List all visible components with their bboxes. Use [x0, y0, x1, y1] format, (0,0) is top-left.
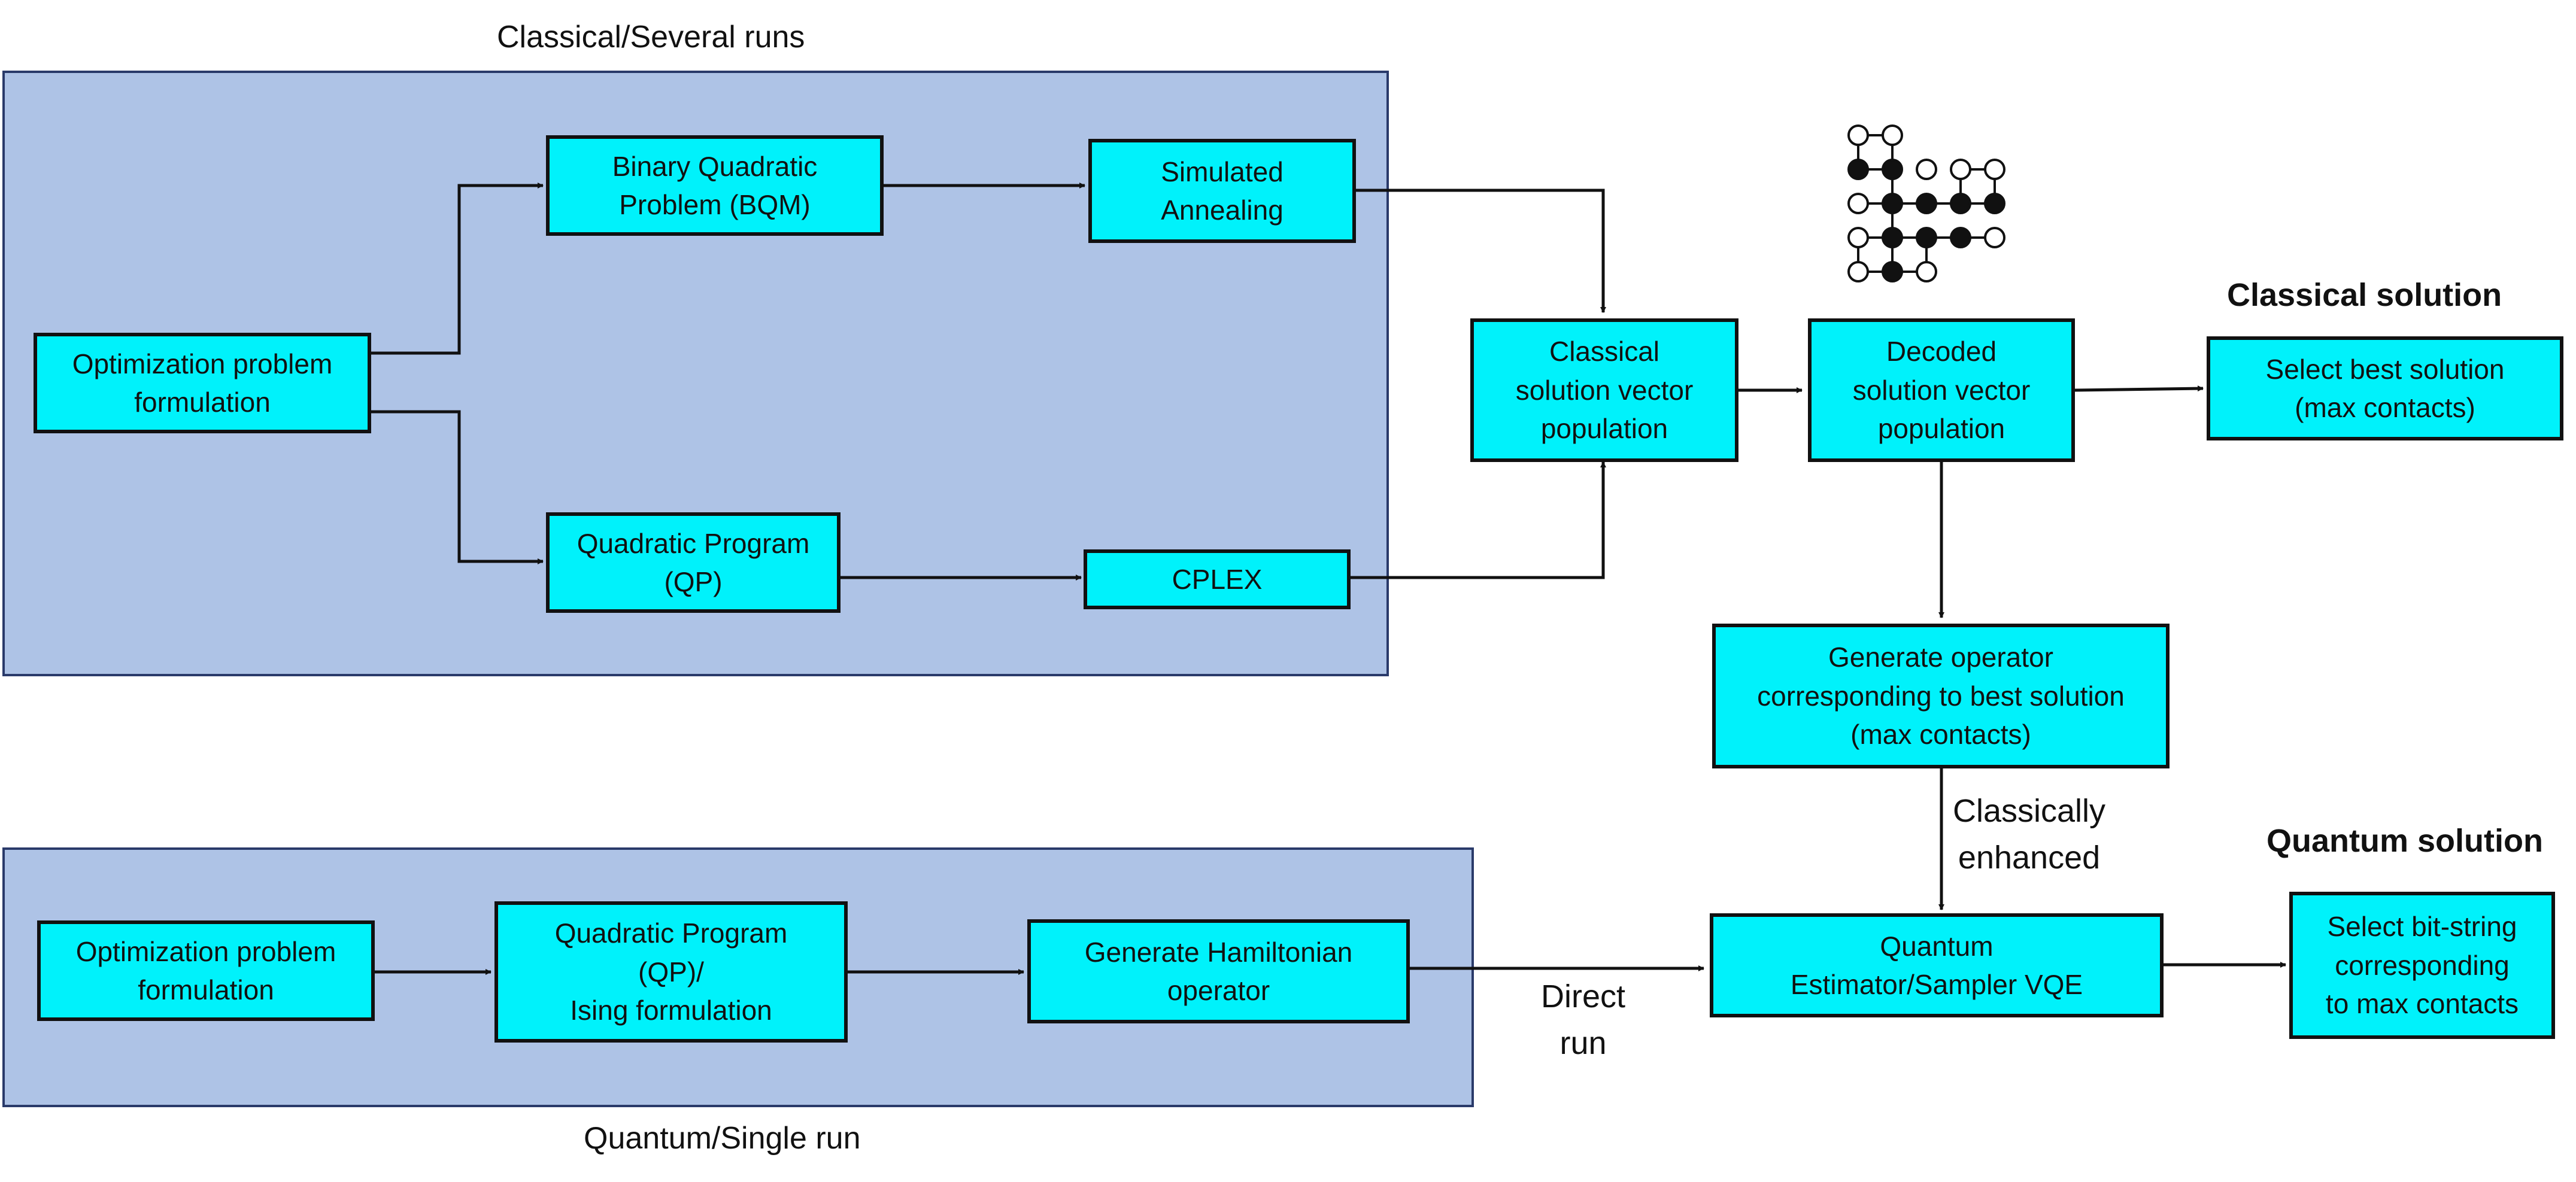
lattice-site-filled — [1882, 159, 1903, 180]
bqm-box: Binary Quadratic Problem (BQM) — [546, 135, 884, 236]
lattice-site-filled — [1882, 227, 1903, 248]
quantum-region-title: Quantum/Single run — [584, 1121, 861, 1156]
select-best-solution-box: Select best solution (max contacts) — [2207, 336, 2563, 440]
lattice-site-empty — [1984, 227, 2005, 248]
lattice-site-empty — [1882, 124, 1903, 146]
lattice-site-filled — [1916, 193, 1937, 214]
lattice-site-empty — [1916, 159, 1937, 180]
cplex-box: CPLEX — [1084, 549, 1351, 609]
lattice-site-empty — [1847, 193, 1869, 214]
lattice-site-empty — [1950, 159, 1971, 180]
lattice-site-empty — [1916, 261, 1937, 282]
classically-enhanced-label: Classically enhanced — [1953, 793, 2106, 876]
direct-run-label: Direct run — [1541, 979, 1626, 1062]
classical-solution-heading: Classical solution — [2227, 277, 2502, 313]
edge-cplex-to-classical-pop — [1351, 461, 1606, 579]
optimization-formulation-quantum-box: Optimization problem formulation — [37, 920, 375, 1021]
lattice-site-filled — [1882, 193, 1903, 214]
hamiltonian-box: Generate Hamiltonian operator — [1027, 919, 1410, 1023]
edge-opt-to-bqm — [371, 183, 544, 355]
edge-decoded-to-select — [2074, 385, 2204, 392]
lattice-site-empty — [1984, 159, 2005, 180]
generate-operator-box: Generate operator corresponding to best … — [1712, 624, 2170, 768]
lattice-site-filled — [1984, 193, 2005, 214]
select-bitstring-box: Select bit-string corresponding to max c… — [2289, 892, 2555, 1039]
vqe-box: Quantum Estimator/Sampler VQE — [1710, 913, 2164, 1017]
simulated-annealing-box: Simulated Annealing — [1088, 139, 1356, 243]
lattice-site-filled — [1950, 193, 1971, 214]
classical-region-title: Classical/Several runs — [497, 20, 805, 54]
lattice-site-empty — [1847, 124, 1869, 146]
qp-ising-box: Quadratic Program (QP)/ Ising formulatio… — [494, 901, 848, 1043]
quantum-solution-heading: Quantum solution — [2266, 823, 2543, 859]
lattice-site-filled — [1950, 227, 1971, 248]
lattice-site-filled — [1882, 261, 1903, 282]
protein-lattice-icon — [1847, 124, 2005, 282]
optimization-formulation-classical-box: Optimization problem formulation — [34, 333, 371, 433]
decoded-population-box: Decoded solution vector population — [1808, 318, 2075, 462]
edge-sa-to-classical-pop — [1356, 189, 1606, 313]
lattice-site-empty — [1847, 261, 1869, 282]
qp-classical-box: Quadratic Program (QP) — [546, 512, 841, 613]
lattice-site-filled — [1847, 159, 1869, 180]
lattice-site-filled — [1916, 227, 1937, 248]
lattice-site-empty — [1847, 227, 1869, 248]
classical-population-box: Classical solution vector population — [1470, 318, 1738, 462]
edge-opt-to-qp — [371, 410, 544, 564]
